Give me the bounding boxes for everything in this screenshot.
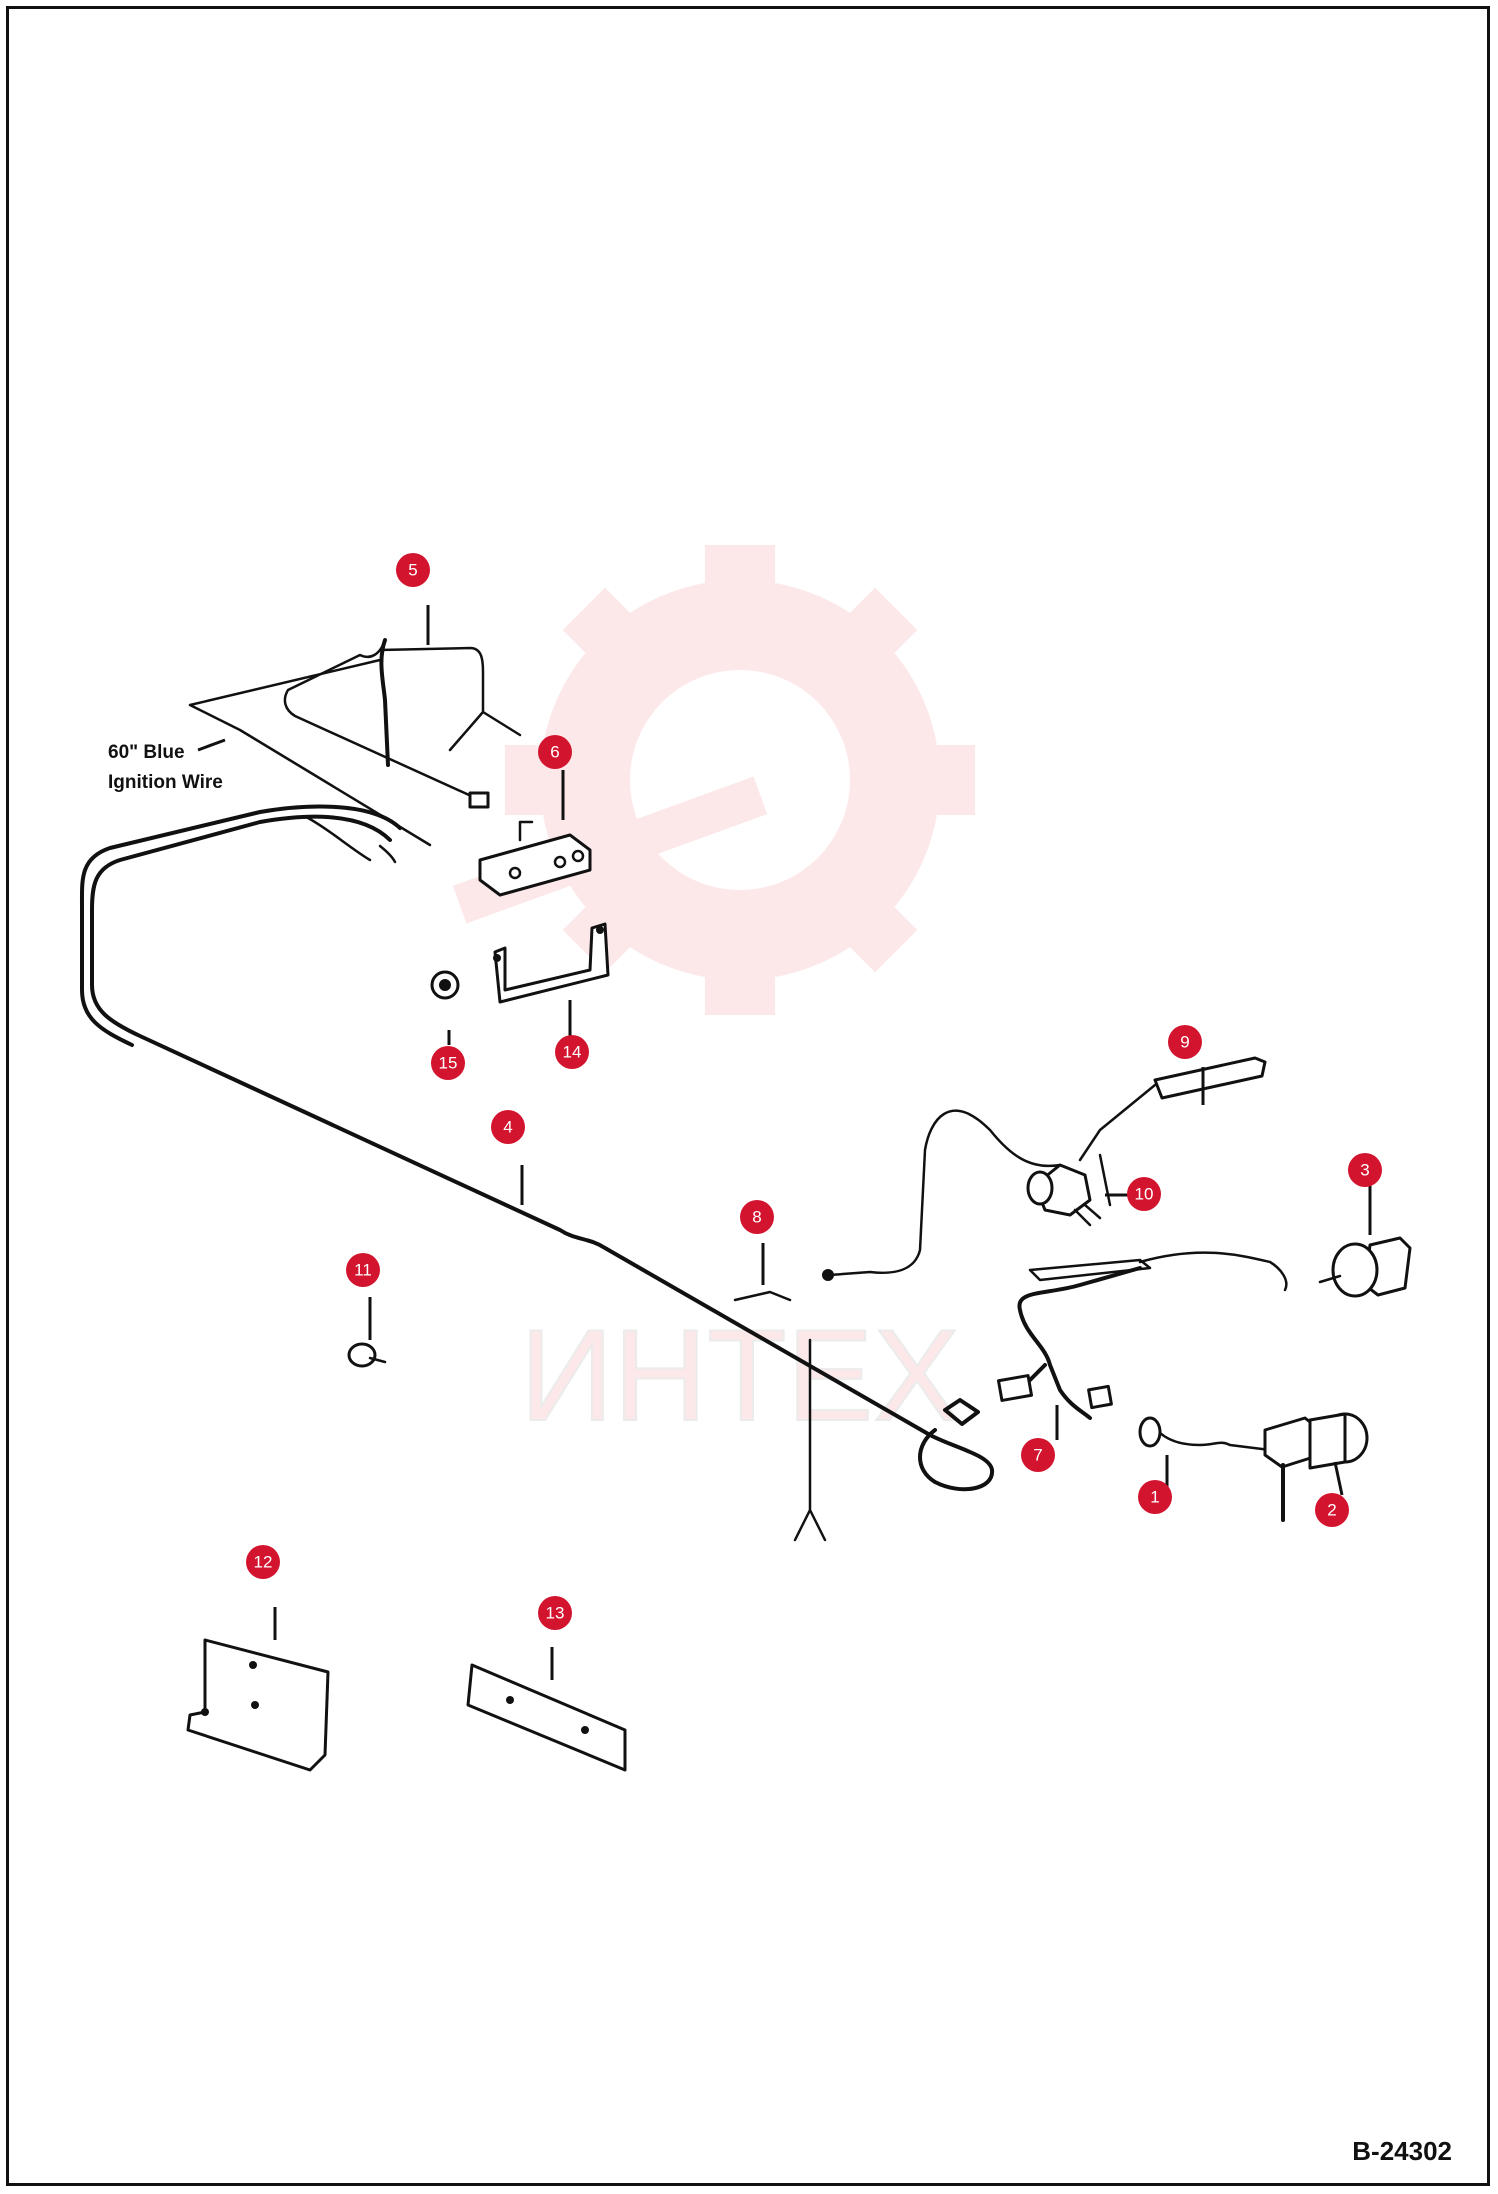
watermark: ИНТЕХ — [452, 545, 975, 1449]
callout-14[interactable]: 14 — [555, 1035, 589, 1069]
svg-text:3: 3 — [1360, 1161, 1369, 1180]
svg-text:11: 11 — [354, 1261, 372, 1280]
motor-assembly — [1138, 1412, 1369, 1522]
ignition-wire-label: 60" Blue Ignition Wire — [108, 738, 226, 793]
svg-text:2: 2 — [1327, 1501, 1336, 1520]
angle-bracket — [186, 1638, 330, 1772]
drawing-number: B-24302 — [1352, 2136, 1452, 2166]
svg-text:1: 1 — [1150, 1488, 1159, 1507]
callout-11[interactable]: 11 — [346, 1253, 380, 1287]
svg-text:8: 8 — [752, 1208, 761, 1227]
svg-text:4: 4 — [503, 1118, 512, 1137]
svg-text:10: 10 — [1135, 1185, 1154, 1204]
wire-label-line2: Ignition Wire — [108, 772, 223, 793]
callout-leaders — [273, 605, 1372, 1680]
switch-assembly — [1318, 1236, 1412, 1298]
callout-6[interactable]: 6 — [538, 735, 572, 769]
svg-text:14: 14 — [563, 1043, 582, 1062]
mounting-bracket — [493, 922, 610, 1004]
callout-2[interactable]: 2 — [1315, 1493, 1349, 1527]
callout-12[interactable]: 12 — [246, 1545, 280, 1579]
callout-1[interactable]: 1 — [1138, 1480, 1172, 1514]
svg-text:9: 9 — [1180, 1033, 1189, 1052]
gear-logo-icon — [452, 545, 975, 1015]
svg-text:7: 7 — [1033, 1446, 1042, 1465]
terminal-block — [478, 820, 592, 897]
ignition-wire — [188, 638, 522, 847]
main-wire-harness — [79, 804, 994, 1542]
drawing-frame — [6, 6, 1490, 2186]
mounting-plate — [466, 1663, 627, 1772]
callout-8[interactable]: 8 — [740, 1200, 774, 1234]
svg-text:15: 15 — [439, 1054, 458, 1073]
grommet — [430, 970, 460, 1000]
svg-text:13: 13 — [546, 1604, 565, 1623]
callout-15[interactable]: 15 — [431, 1046, 465, 1080]
callout-5[interactable]: 5 — [396, 553, 430, 587]
ring-terminal-icon — [468, 791, 490, 809]
wire-label-line1: 60" Blue — [108, 742, 185, 763]
callout-9[interactable]: 9 — [1168, 1025, 1202, 1059]
harness-connectors — [996, 1251, 1288, 1420]
callout-3[interactable]: 3 — [1348, 1153, 1382, 1187]
callout-10[interactable]: 10 — [1127, 1177, 1161, 1211]
callout-13[interactable]: 13 — [538, 1596, 572, 1630]
svg-text:6: 6 — [550, 743, 559, 762]
callout-7[interactable]: 7 — [1021, 1438, 1055, 1472]
nut — [347, 1342, 387, 1368]
svg-text:5: 5 — [408, 561, 417, 580]
svg-text:12: 12 — [254, 1553, 273, 1572]
connector-and-plug — [822, 1056, 1267, 1281]
callout-4[interactable]: 4 — [491, 1110, 525, 1144]
